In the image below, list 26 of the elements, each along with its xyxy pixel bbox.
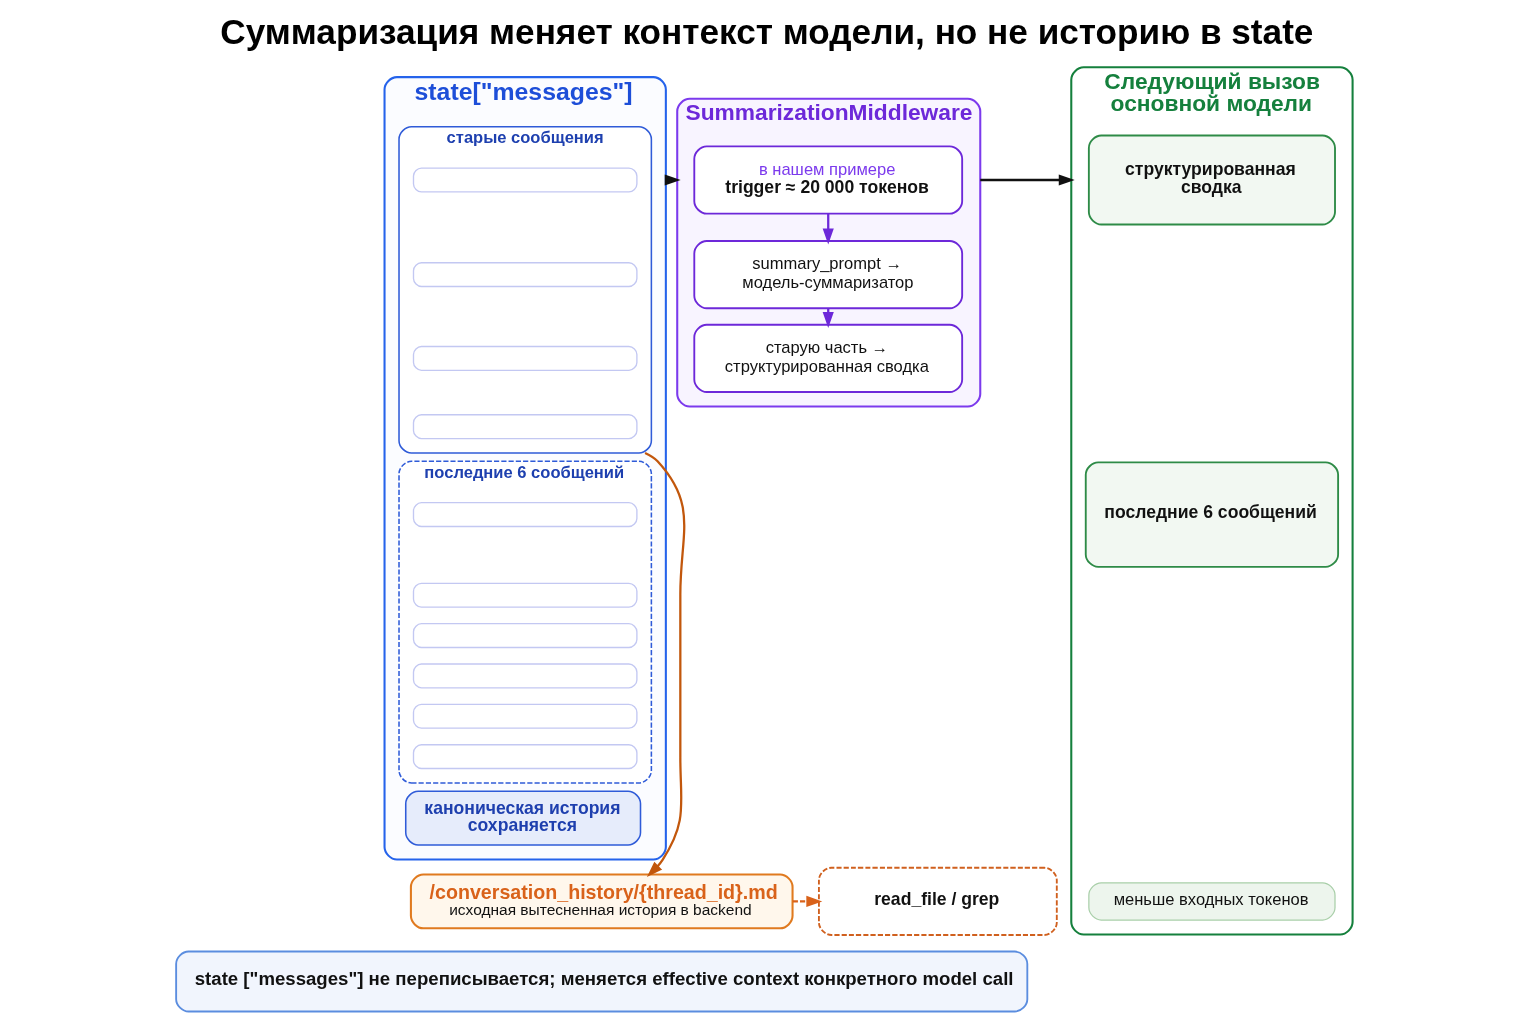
node-box: summary_prompt → модель-суммаризатор (692, 240, 963, 310)
node-box: старую часть → структурированная сводка (692, 323, 963, 393)
arrow (644, 452, 685, 877)
node-box: state ["messages"] не переписывается; меняется effective context конкретного model call (174, 950, 1028, 1013)
node-box: каноническая история сохраняется (404, 790, 641, 846)
node-box (412, 623, 638, 649)
node-box (412, 414, 638, 440)
node-box: последние 6 сообщений (1084, 461, 1339, 568)
node-box (412, 582, 638, 608)
arrow (979, 174, 1075, 186)
cluster: последние 6 сообщений (397, 460, 652, 784)
node-box (412, 502, 638, 528)
node-box (412, 703, 638, 729)
node-box: read_file / grep (817, 866, 1058, 936)
node-box: /conversation_history/{thread_id}.md исходная вытесненная история в backend (409, 873, 794, 930)
arrow (792, 895, 822, 907)
node-box (412, 262, 638, 288)
node-box: меньше входных токенов (1087, 882, 1336, 921)
node-box: структурированная сводка (1087, 134, 1336, 226)
node-box (412, 744, 638, 770)
node-box (412, 167, 638, 193)
node-box: в нашем примере trigger ≈ 20 000 токенов (692, 145, 963, 215)
node-box (412, 663, 638, 689)
diagram-title: Суммаризация меняет контекст модели, но не историю в state (219, 11, 1313, 51)
cluster: старые сообщения (397, 125, 652, 454)
node-box (412, 345, 638, 371)
